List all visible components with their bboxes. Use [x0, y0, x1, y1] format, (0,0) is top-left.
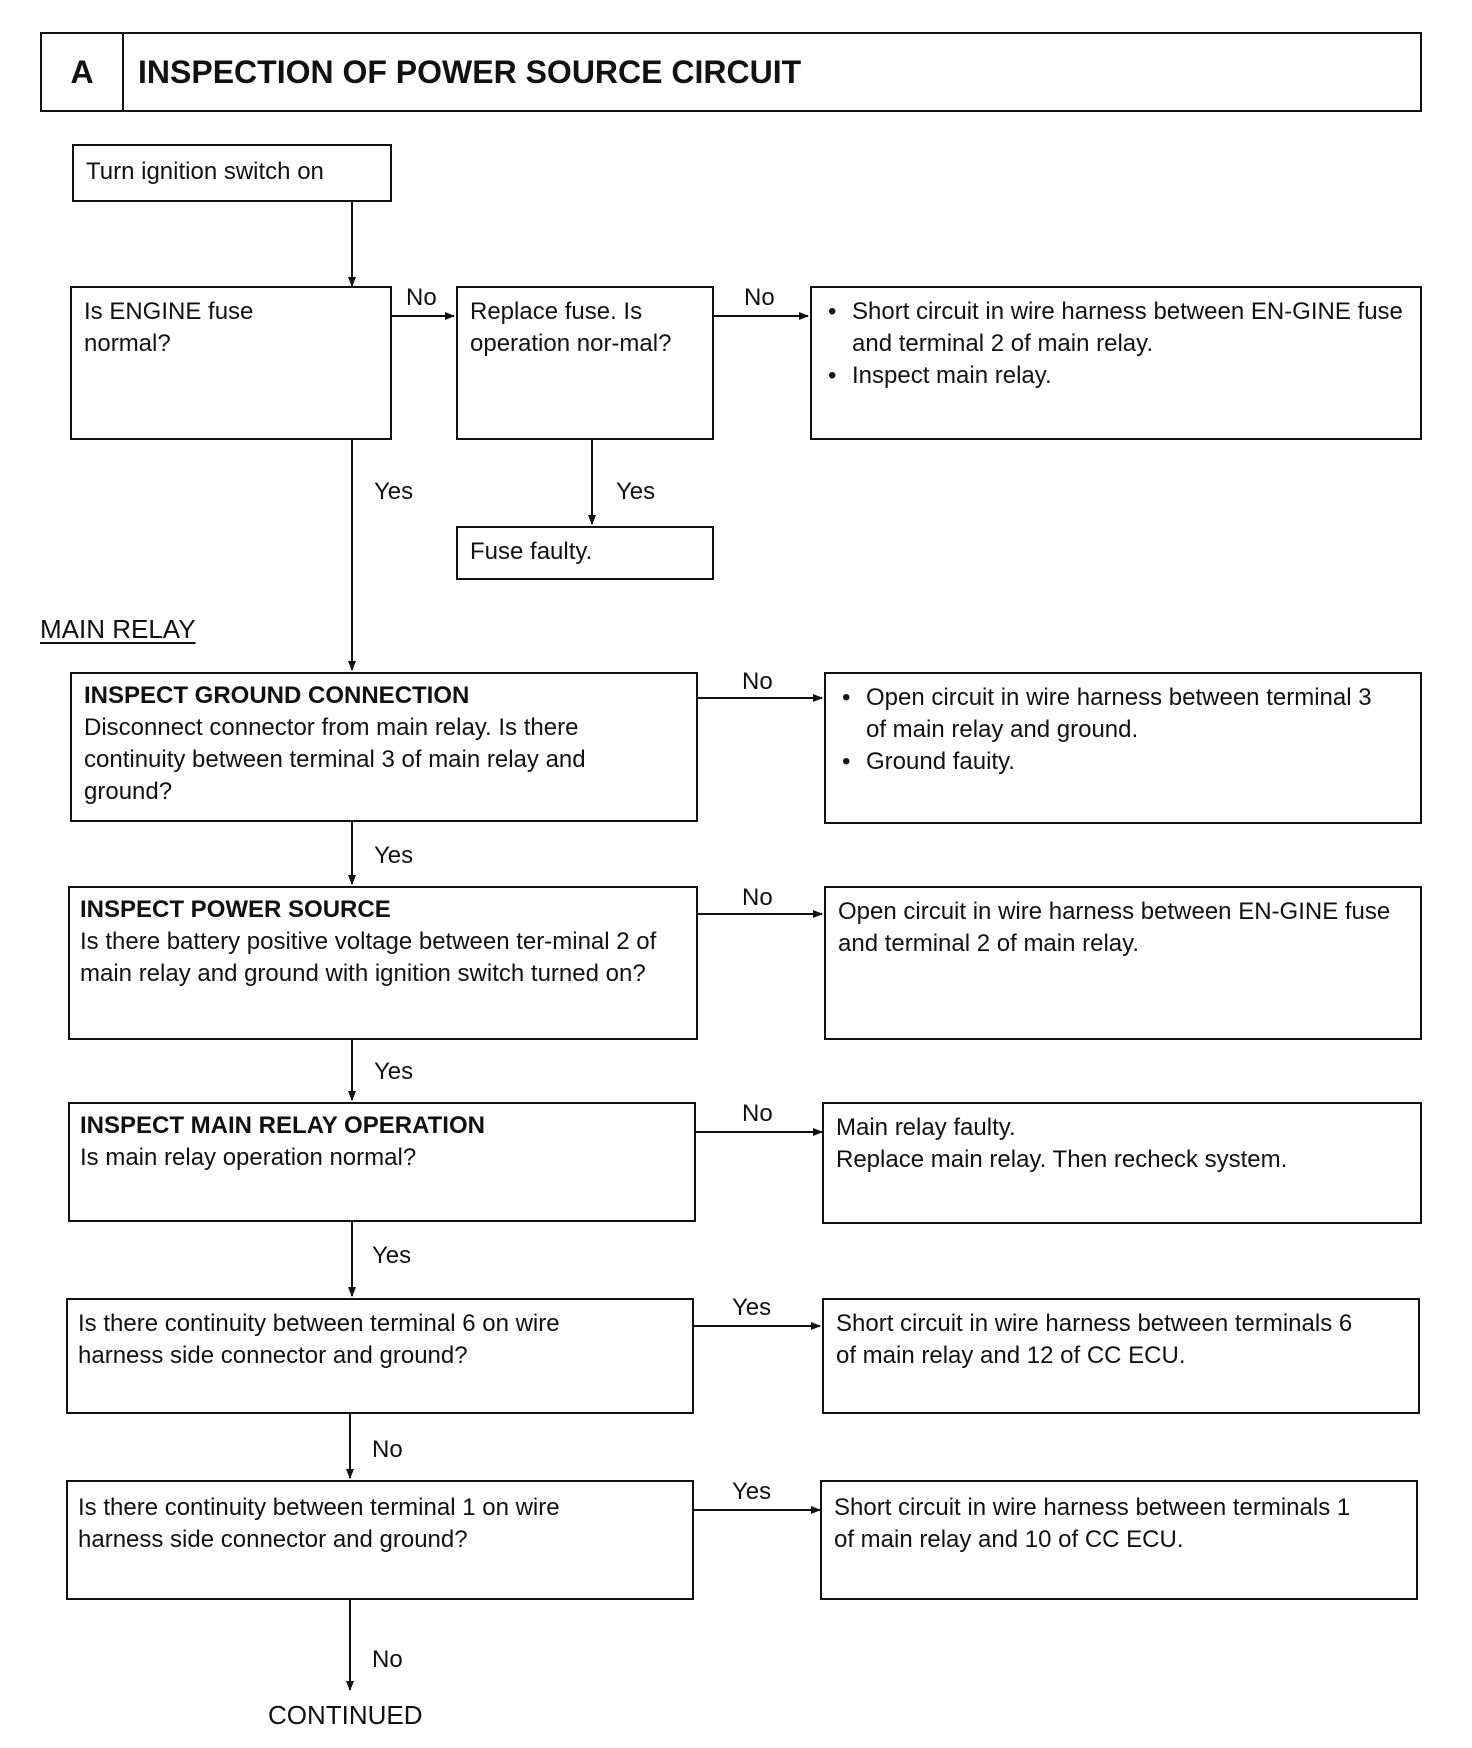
decision-replace-fuse: Replace fuse. Is operation nor-mal? — [456, 286, 714, 440]
edge-label-b8-b9: No — [742, 884, 773, 911]
decision-continuity-terminal-6: Is there continuity between terminal 6 o… — [66, 1298, 694, 1414]
result-short-circuit-terminal-1: Short circuit in wire harness between te… — [820, 1480, 1418, 1600]
step-turn-ignition-on: Turn ignition switch on — [72, 144, 392, 202]
result-short-circuit-terminal-6: Short circuit in wire harness between te… — [822, 1298, 1420, 1414]
decision-continuity-terminal-1: Is there continuity between terminal 1 o… — [66, 1480, 694, 1600]
edge-label-b14-continued: No — [372, 1646, 403, 1673]
result-text: Main relay faulty. — [836, 1114, 1016, 1141]
result-text: Short circuit in wire harness between te… — [834, 1494, 1351, 1553]
continued-label: CONTINUED — [268, 1700, 423, 1730]
result-text: Replace main relay. Then recheck system. — [836, 1146, 1288, 1173]
result-list: Open circuit in wire harness between ter… — [838, 682, 1398, 778]
result-open-circuit-ground: Open circuit in wire harness between ter… — [824, 672, 1422, 824]
step-text: Is main relay operation normal? — [80, 1144, 417, 1171]
result-fuse-faulty: Fuse faulty. — [456, 526, 714, 580]
decision-engine-fuse-normal: Is ENGINE fuse normal? — [70, 286, 392, 440]
step-inspect-ground-connection: INSPECT GROUND CONNECTION Disconnect con… — [70, 672, 698, 822]
step-title: INSPECT MAIN RELAY OPERATION — [80, 1112, 485, 1139]
edge-label-b3-b4: No — [744, 284, 775, 311]
edge-label-b12-b14: No — [372, 1436, 403, 1463]
edge-label-b12-b13: Yes — [732, 1294, 772, 1321]
edge-label-b2-b3: No — [406, 284, 437, 311]
edge-label-b8-b10: Yes — [374, 1058, 414, 1085]
step-title: INSPECT GROUND CONNECTION — [84, 682, 470, 709]
step-title: INSPECT POWER SOURCE — [80, 896, 391, 923]
edge-label-b10-b12: Yes — [372, 1242, 412, 1269]
result-short-circuit-engine-fuse: Short circuit in wire harness between EN… — [810, 286, 1422, 440]
step-text: Disconnect connector from main relay. Is… — [84, 714, 586, 805]
edge-label-b2-b6: Yes — [374, 478, 414, 505]
step-inspect-main-relay-operation: INSPECT MAIN RELAY OPERATION Is main rel… — [68, 1102, 696, 1222]
step-text: Turn ignition switch on — [86, 158, 324, 185]
edge-label-b14-b15: Yes — [732, 1478, 772, 1505]
result-list: Short circuit in wire harness between EN… — [824, 296, 1410, 392]
edge-label-b10-b11: No — [742, 1100, 773, 1127]
result-item: Open circuit in wire harness between ter… — [838, 682, 1398, 746]
decision-text: Is ENGINE fuse normal? — [84, 298, 254, 357]
section-letter: A — [42, 34, 124, 110]
result-main-relay-faulty: Main relay faulty. Replace main relay. T… — [822, 1102, 1422, 1224]
step-text: Is there battery positive voltage betwee… — [80, 928, 657, 987]
edge-label-b6-b8: Yes — [374, 842, 414, 869]
decision-text: Is there continuity between terminal 1 o… — [78, 1494, 560, 1553]
decision-text: Replace fuse. Is operation nor-mal? — [470, 298, 672, 357]
result-item: Short circuit in wire harness between EN… — [824, 296, 1410, 360]
decision-text: Is there continuity between terminal 6 o… — [78, 1310, 560, 1369]
step-inspect-power-source: INSPECT POWER SOURCE Is there battery po… — [68, 886, 698, 1040]
result-text: Fuse faulty. — [470, 538, 593, 565]
edge-label-b6-b7: No — [742, 668, 773, 695]
result-text: Open circuit in wire harness between EN-… — [838, 898, 1391, 957]
section-label-main-relay: MAIN RELAY — [40, 614, 196, 644]
edge-label-b3-b5: Yes — [616, 478, 656, 505]
result-text: Short circuit in wire harness between te… — [836, 1310, 1353, 1369]
result-open-circuit-engine-fuse: Open circuit in wire harness between EN-… — [824, 886, 1422, 1040]
result-item: Inspect main relay. — [824, 360, 1410, 392]
section-title: INSPECTION OF POWER SOURCE CIRCUIT — [138, 53, 802, 90]
section-header: A INSPECTION OF POWER SOURCE CIRCUIT — [40, 32, 1422, 112]
result-item: Ground fauity. — [838, 746, 1398, 778]
